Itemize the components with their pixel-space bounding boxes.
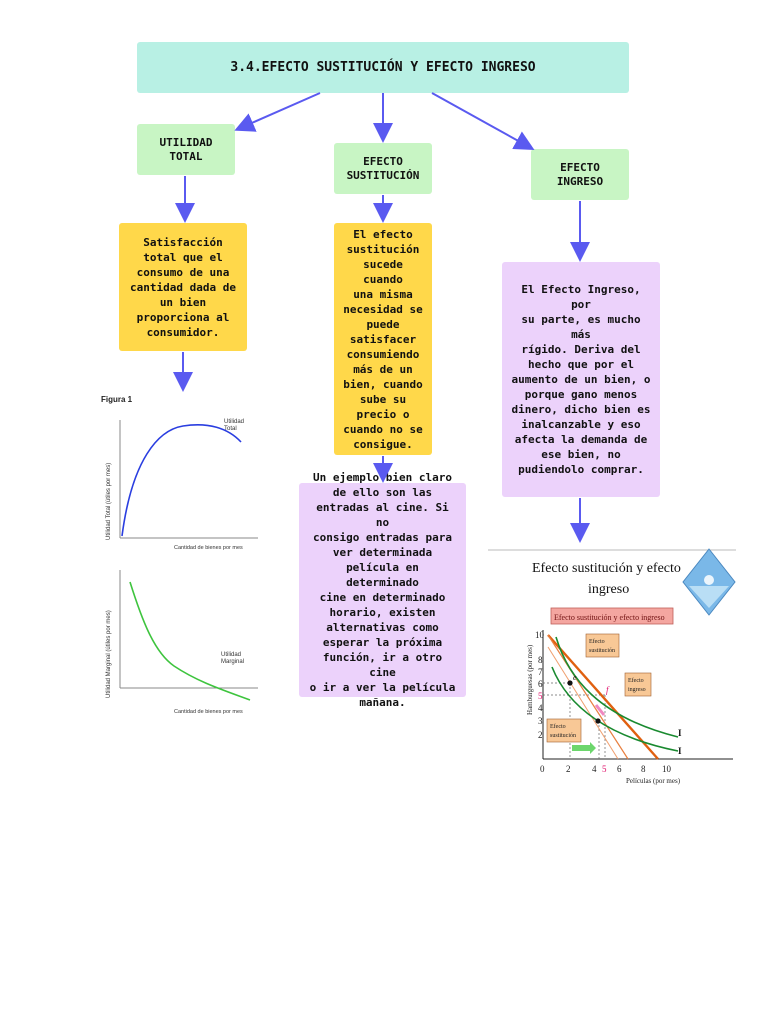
figure2-banner: Efecto sustitución y efecto ingreso bbox=[554, 613, 665, 622]
diamond-logo bbox=[682, 548, 736, 616]
green-arrow-icon bbox=[572, 742, 596, 754]
svg-text:sustitución: sustitución bbox=[589, 648, 615, 654]
svg-text:4: 4 bbox=[538, 703, 543, 713]
marginal-utility-curve bbox=[129, 581, 251, 701]
bottom-curve-label-1: Utilidad bbox=[221, 652, 241, 658]
figure2-xlabel: Películas (por mes) bbox=[626, 777, 681, 785]
desc-utilidad-total: Satisfacción total que el consumo de una… bbox=[119, 223, 247, 351]
indifference-curve-2 bbox=[551, 666, 679, 752]
top-ylabel: Utilidad Total (útiles por mes) bbox=[106, 463, 112, 540]
svg-text:5: 5 bbox=[602, 764, 607, 774]
desc-ejemplo: Un ejemplo bien claro de ello son las en… bbox=[299, 471, 466, 709]
svg-text:4: 4 bbox=[592, 764, 597, 774]
point-e bbox=[567, 680, 573, 686]
svg-text:Efecto: Efecto bbox=[628, 677, 644, 684]
point-f-label: f bbox=[606, 685, 610, 695]
figure2-title-1: Efecto sustitución y efecto bbox=[532, 561, 681, 576]
svg-text:I: I bbox=[678, 728, 682, 738]
svg-text:sustitución: sustitución bbox=[550, 733, 576, 739]
arrow-title-ingreso bbox=[431, 92, 535, 150]
svg-text:10: 10 bbox=[662, 764, 672, 774]
point-e-label: e bbox=[573, 673, 577, 682]
figure2-title-2: ingreso bbox=[588, 582, 629, 597]
node-efecto-sustitucion: EFECTO SUSTITUCIÓN bbox=[334, 143, 432, 194]
node-utilidad-total: UTILIDAD TOTAL bbox=[137, 124, 235, 175]
svg-text:Efecto: Efecto bbox=[550, 723, 566, 730]
top-curve-label-2: Total bbox=[224, 426, 237, 432]
figure2-ylabel: Hamburguesas (por mes) bbox=[526, 644, 534, 715]
desc-efecto-sustitucion: El efecto sustitución sucede cuando una … bbox=[334, 223, 432, 455]
desc-efecto-ingreso: El Efecto Ingreso, por su parte, es much… bbox=[502, 262, 660, 497]
total-utility-curve bbox=[121, 423, 242, 537]
page-title: 3.4.EFECTO SUSTITUCIÓN Y EFECTO INGRESO bbox=[137, 42, 629, 93]
svg-text:7: 7 bbox=[538, 667, 543, 677]
svg-text:Efecto: Efecto bbox=[589, 638, 605, 645]
svg-text:8: 8 bbox=[538, 655, 543, 665]
svg-text:10: 10 bbox=[535, 630, 545, 640]
svg-text:5: 5 bbox=[538, 691, 543, 701]
budget-line-2 bbox=[547, 634, 629, 760]
top-curve-label-1: Utilidad bbox=[224, 419, 244, 425]
svg-text:I: I bbox=[678, 746, 682, 756]
svg-text:2: 2 bbox=[566, 764, 571, 774]
svg-text:ingreso: ingreso bbox=[628, 687, 646, 693]
bottom-xlabel: Cantidad de bienes por mes bbox=[174, 709, 243, 715]
svg-text:8: 8 bbox=[641, 764, 646, 774]
svg-text:6: 6 bbox=[538, 679, 543, 689]
figure-utility-curves: Figura 1 Utilidad Total (útiles por mes)… bbox=[101, 395, 258, 715]
bottom-ylabel: Utilidad Marginal (útiles por mes) bbox=[106, 610, 112, 698]
svg-text:6: 6 bbox=[617, 764, 622, 774]
indifference-curve-1 bbox=[555, 636, 679, 738]
svg-text:2: 2 bbox=[538, 730, 543, 740]
figure-sustitucion-ingreso: Efecto sustitución y efecto ingreso Efec… bbox=[488, 548, 736, 785]
point-f bbox=[595, 718, 601, 724]
svg-text:3: 3 bbox=[538, 716, 543, 726]
node-efecto-ingreso: EFECTO INGRESO bbox=[531, 149, 629, 200]
figure1-label: Figura 1 bbox=[101, 395, 133, 404]
budget-line-1 bbox=[547, 634, 659, 760]
top-xlabel: Cantidad de bienes por mes bbox=[174, 545, 243, 551]
svg-text:0: 0 bbox=[540, 764, 545, 774]
budget-line-3 bbox=[547, 646, 619, 760]
arrow-title-utilidad bbox=[234, 92, 321, 132]
bottom-curve-label-2: Marginal bbox=[221, 659, 244, 665]
